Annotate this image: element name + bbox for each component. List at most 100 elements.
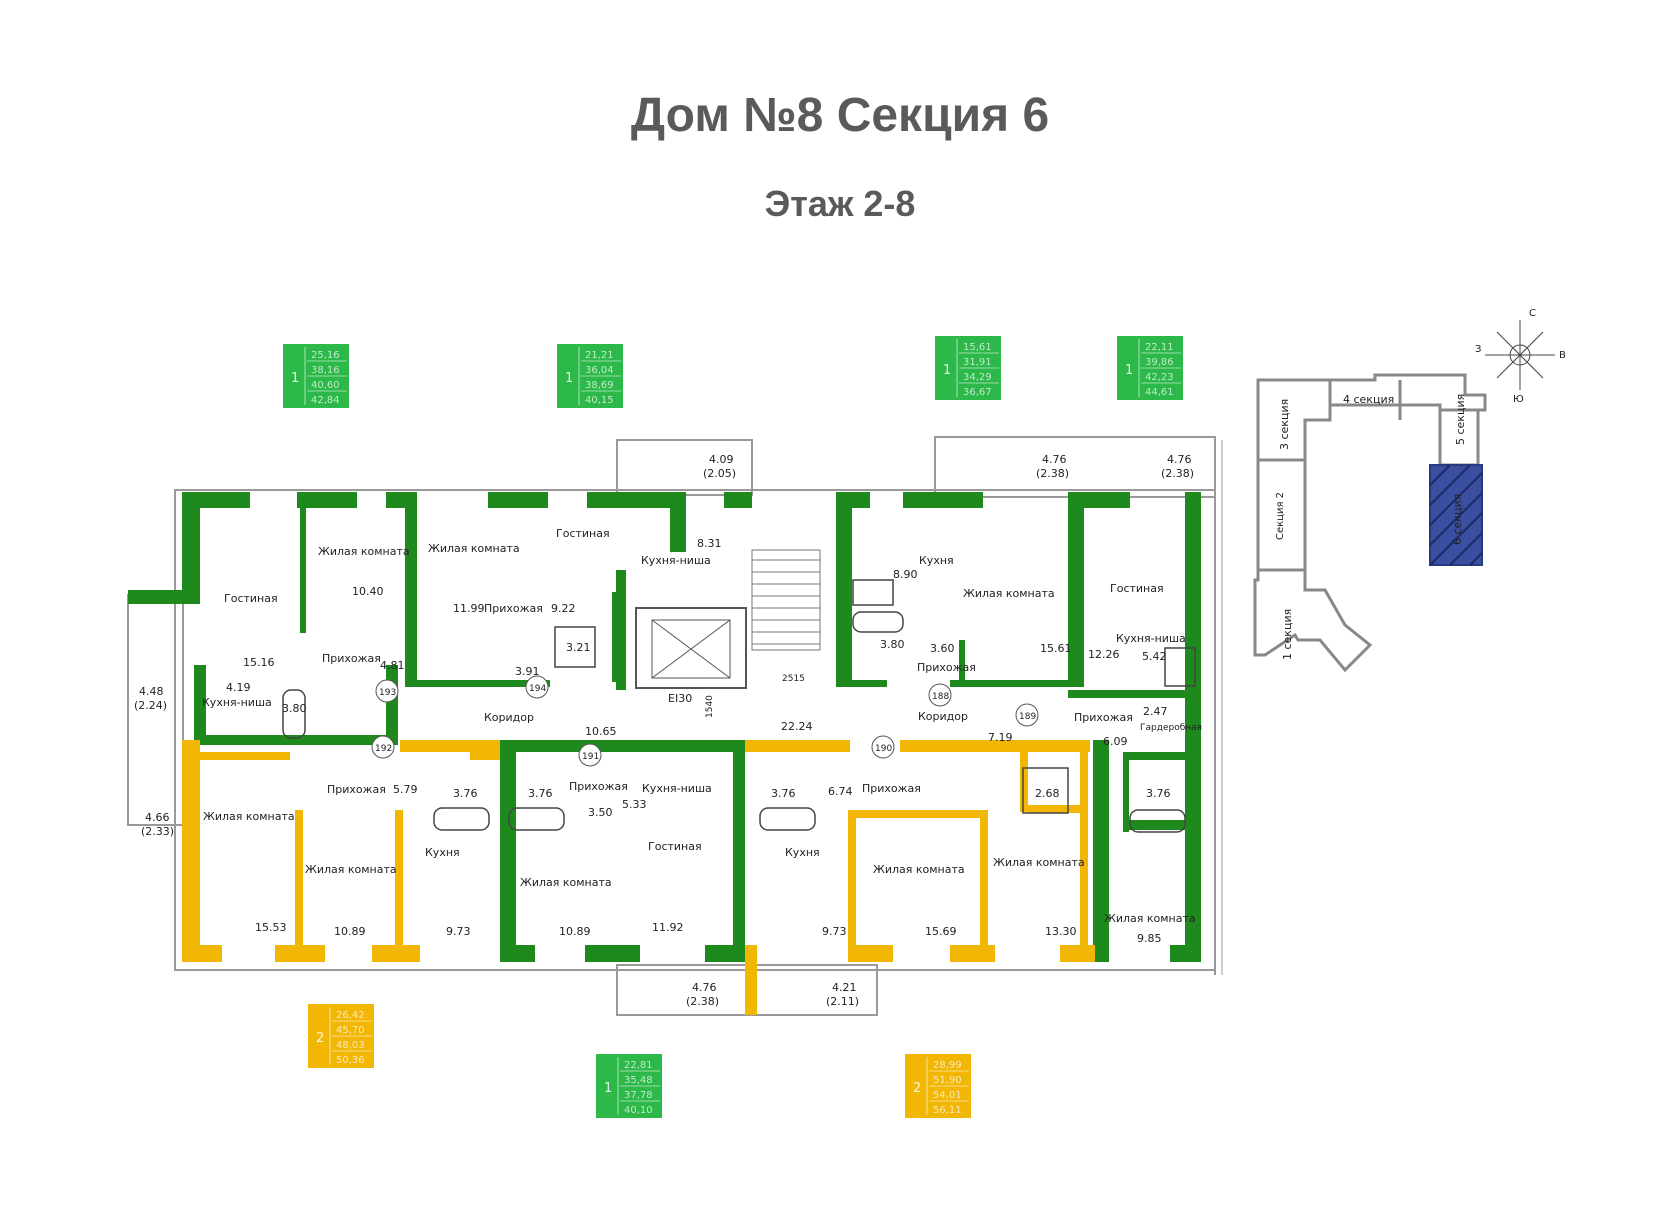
room-area: 9.85: [1137, 932, 1162, 945]
room-name: Прихожая: [862, 782, 921, 795]
room-name: Прихожая: [327, 783, 386, 796]
svg-text:4.66: 4.66: [145, 811, 170, 824]
room-name: Кухня-ниша: [642, 782, 712, 795]
room-area: 4.19: [226, 681, 251, 694]
stair-dim-height: 1540: [705, 695, 715, 718]
svg-text:190: 190: [875, 744, 892, 754]
room-name: Прихожая: [1074, 711, 1133, 724]
badge-area: 54,01: [933, 1090, 962, 1101]
room-area: 3.60: [930, 642, 955, 655]
compass-east: В: [1559, 350, 1566, 361]
badge-area: 28,99: [933, 1060, 962, 1071]
svg-text:4.76: 4.76: [1042, 453, 1067, 466]
badge-rooms: 1: [1125, 363, 1133, 378]
badge-area: 56,11: [933, 1105, 962, 1116]
svg-text:3.21: 3.21: [566, 641, 591, 654]
badge-rooms: 1: [943, 363, 951, 378]
apartment-numbers: 193 194 188 189 192 191 190: [371, 675, 1039, 767]
svg-text:192: 192: [375, 744, 392, 754]
badge-area: 48,03: [336, 1040, 365, 1051]
badge-rooms: 1: [604, 1081, 612, 1096]
room-area: 5.79: [393, 783, 418, 796]
badge-rooms: 2: [316, 1031, 324, 1046]
room-area: 15.16: [243, 656, 275, 669]
room-area: 13.30: [1045, 925, 1077, 938]
room-name: Жилая комната: [305, 863, 397, 876]
room-area: 10.40: [352, 585, 384, 598]
room-area: 3.50: [588, 806, 613, 819]
page-title: Дом №8 Секция 6: [630, 89, 1050, 142]
room-name: Гардеробная: [1140, 723, 1202, 733]
badge-area: 21,21: [585, 350, 614, 361]
room-name: Жилая комната: [203, 810, 295, 823]
svg-text:3.76: 3.76: [528, 787, 553, 800]
svg-text:(2.24): (2.24): [134, 699, 167, 712]
badge-area: 15,61: [963, 342, 992, 353]
badge-area: 40,15: [585, 395, 614, 406]
room-area: 6.09: [1103, 735, 1128, 748]
room-area: 5.42: [1142, 650, 1167, 663]
room-area: 15.53: [255, 921, 287, 934]
badge-area: 42,84: [311, 395, 340, 406]
room-area: 4.81: [380, 659, 405, 672]
room-area: 5.33: [622, 798, 647, 811]
room-name: Кухня: [785, 846, 820, 859]
extra-area: 7.19: [988, 731, 1013, 744]
room-name: Гостиная: [648, 840, 702, 853]
svg-text:3.76: 3.76: [453, 787, 478, 800]
room-labels: Жилая комната 10.40 Жилая комната 11.99 …: [202, 527, 1202, 945]
badge-area: 22,81: [624, 1060, 653, 1071]
svg-text:4.48: 4.48: [139, 685, 164, 698]
badge-rooms: 2: [913, 1081, 921, 1096]
svg-text:1 секция: 1 секция: [1281, 609, 1294, 660]
svg-text:(2.38): (2.38): [1161, 467, 1194, 480]
badge-area: 39,86: [1145, 357, 1174, 368]
room-name: Кухня-ниша: [202, 696, 272, 709]
badge-area: 25,16: [311, 350, 340, 361]
room-name: Жилая комната: [963, 587, 1055, 600]
svg-text:4.09: 4.09: [709, 453, 734, 466]
badge-area: 36,04: [585, 365, 614, 376]
room-area: 11.99: [453, 602, 485, 615]
room-area: 10.89: [559, 925, 591, 938]
stair-label: EI30: [668, 692, 692, 705]
room-name: Прихожая: [484, 602, 543, 615]
compass-south: Ю: [1513, 394, 1524, 405]
badge-area: 40,10: [624, 1105, 653, 1116]
svg-text:(2.38): (2.38): [1036, 467, 1069, 480]
room-area: 10.89: [334, 925, 366, 938]
svg-text:4.76: 4.76: [1167, 453, 1192, 466]
room-name: Прихожая: [322, 652, 381, 665]
room-name: Кухня: [425, 846, 460, 859]
svg-text:3 секция: 3 секция: [1278, 399, 1291, 450]
badge-area: 36,67: [963, 387, 992, 398]
room-name: Гостиная: [1110, 582, 1164, 595]
svg-text:2.68: 2.68: [1035, 787, 1060, 800]
svg-text:188: 188: [932, 692, 949, 702]
room-name: Жилая комната: [873, 863, 965, 876]
room-name: Жилая комната: [1104, 912, 1196, 925]
badge-area: 38,69: [585, 380, 614, 391]
room-name: Прихожая: [917, 661, 976, 674]
badge-area: 22,11: [1145, 342, 1174, 353]
room-area: 9.73: [446, 925, 471, 938]
svg-text:194: 194: [529, 684, 546, 694]
badge-rooms: 1: [291, 371, 299, 386]
room-area: 8.31: [697, 537, 722, 550]
svg-text:3.80: 3.80: [880, 638, 905, 651]
room-name: Жилая комната: [428, 542, 520, 555]
badge-area: 50,36: [336, 1055, 365, 1066]
room-area: 10.65: [585, 725, 617, 738]
badge-area: 42,23: [1145, 372, 1174, 383]
svg-text:(2.05): (2.05): [703, 467, 736, 480]
room-name: Кухня-ниша: [641, 554, 711, 567]
room-name: Коридор: [918, 710, 968, 723]
svg-text:191: 191: [582, 752, 599, 762]
room-name: Коридор: [484, 711, 534, 724]
room-area: 11.92: [652, 921, 684, 934]
